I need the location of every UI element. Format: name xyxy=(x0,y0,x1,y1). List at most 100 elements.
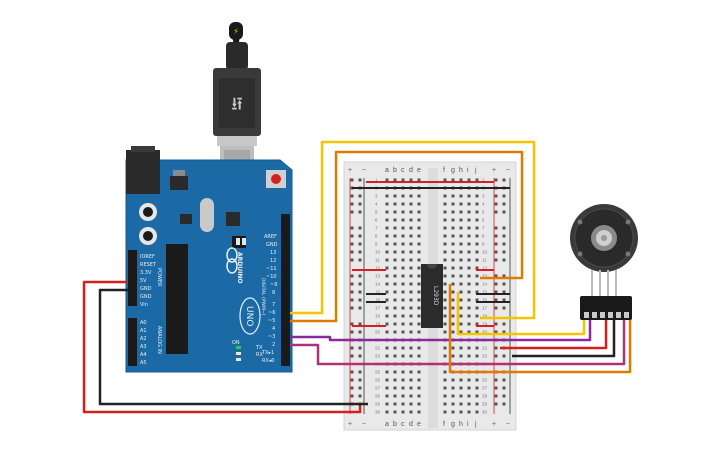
rail-hole[interactable] xyxy=(358,394,362,398)
breadboard-hole[interactable] xyxy=(467,330,471,334)
breadboard-hole[interactable] xyxy=(467,274,471,278)
rail-hole[interactable] xyxy=(502,322,506,326)
rail-hole[interactable] xyxy=(502,194,506,198)
rail-hole[interactable] xyxy=(350,178,354,182)
breadboard-hole[interactable] xyxy=(393,346,397,350)
breadboard-hole[interactable] xyxy=(475,226,479,230)
breadboard-hole[interactable] xyxy=(459,178,463,182)
breadboard-hole[interactable] xyxy=(417,250,421,254)
breadboard-hole[interactable] xyxy=(451,234,455,238)
breadboard-hole[interactable] xyxy=(385,394,389,398)
breadboard-hole[interactable] xyxy=(401,274,405,278)
breadboard-hole[interactable] xyxy=(467,346,471,350)
rail-hole[interactable] xyxy=(494,346,498,350)
breadboard-hole[interactable] xyxy=(475,194,479,198)
rail-hole[interactable] xyxy=(350,346,354,350)
rail-hole[interactable] xyxy=(502,402,506,406)
rail-hole[interactable] xyxy=(494,258,498,262)
breadboard-hole[interactable] xyxy=(467,298,471,302)
breadboard-hole[interactable] xyxy=(475,386,479,390)
rail-hole[interactable] xyxy=(494,394,498,398)
breadboard-hole[interactable] xyxy=(385,274,389,278)
breadboard-hole[interactable] xyxy=(467,226,471,230)
breadboard-hole[interactable] xyxy=(443,378,447,382)
breadboard-hole[interactable] xyxy=(393,298,397,302)
rail-hole[interactable] xyxy=(358,354,362,358)
breadboard-hole[interactable] xyxy=(401,258,405,262)
breadboard-hole[interactable] xyxy=(451,394,455,398)
breadboard-hole[interactable] xyxy=(393,378,397,382)
breadboard-hole[interactable] xyxy=(401,394,405,398)
breadboard-hole[interactable] xyxy=(443,306,447,310)
rail-hole[interactable] xyxy=(350,394,354,398)
breadboard-hole[interactable] xyxy=(401,282,405,286)
breadboard-hole[interactable] xyxy=(443,346,447,350)
breadboard-hole[interactable] xyxy=(443,402,447,406)
breadboard-hole[interactable] xyxy=(417,226,421,230)
breadboard-hole[interactable] xyxy=(393,410,397,414)
rail-hole[interactable] xyxy=(494,298,498,302)
rail-hole[interactable] xyxy=(502,394,506,398)
breadboard-hole[interactable] xyxy=(409,322,413,326)
rail-hole[interactable] xyxy=(350,242,354,246)
rail-hole[interactable] xyxy=(502,234,506,238)
breadboard-hole[interactable] xyxy=(417,354,421,358)
breadboard-hole[interactable] xyxy=(451,194,455,198)
breadboard-hole[interactable] xyxy=(467,378,471,382)
breadboard-hole[interactable] xyxy=(417,202,421,206)
rail-hole[interactable] xyxy=(350,370,354,374)
breadboard-hole[interactable] xyxy=(451,250,455,254)
breadboard-hole[interactable] xyxy=(451,290,455,294)
breadboard-hole[interactable] xyxy=(393,266,397,270)
breadboard-hole[interactable] xyxy=(475,258,479,262)
breadboard-hole[interactable] xyxy=(417,306,421,310)
breadboard-hole[interactable] xyxy=(385,306,389,310)
breadboard-hole[interactable] xyxy=(443,354,447,358)
breadboard-hole[interactable] xyxy=(459,314,463,318)
breadboard-hole[interactable] xyxy=(459,306,463,310)
breadboard-hole[interactable] xyxy=(451,282,455,286)
breadboard-hole[interactable] xyxy=(443,250,447,254)
breadboard-hole[interactable] xyxy=(393,194,397,198)
breadboard-hole[interactable] xyxy=(443,234,447,238)
breadboard-hole[interactable] xyxy=(409,394,413,398)
breadboard-hole[interactable] xyxy=(393,258,397,262)
breadboard-hole[interactable] xyxy=(467,394,471,398)
breadboard-hole[interactable] xyxy=(385,298,389,302)
rail-hole[interactable] xyxy=(494,282,498,286)
breadboard-hole[interactable] xyxy=(459,210,463,214)
breadboard-hole[interactable] xyxy=(475,210,479,214)
breadboard-hole[interactable] xyxy=(467,282,471,286)
breadboard-hole[interactable] xyxy=(467,322,471,326)
breadboard-hole[interactable] xyxy=(409,402,413,406)
rail-hole[interactable] xyxy=(358,306,362,310)
rail-hole[interactable] xyxy=(358,282,362,286)
breadboard-hole[interactable] xyxy=(401,378,405,382)
breadboard-hole[interactable] xyxy=(451,202,455,206)
breadboard-hole[interactable] xyxy=(443,322,447,326)
breadboard-hole[interactable] xyxy=(417,370,421,374)
breadboard-hole[interactable] xyxy=(385,242,389,246)
breadboard-hole[interactable] xyxy=(459,346,463,350)
breadboard-hole[interactable] xyxy=(417,402,421,406)
rail-hole[interactable] xyxy=(350,322,354,326)
breadboard-hole[interactable] xyxy=(443,226,447,230)
breadboard-hole[interactable] xyxy=(443,290,447,294)
rail-hole[interactable] xyxy=(350,306,354,310)
breadboard-hole[interactable] xyxy=(459,258,463,262)
breadboard-hole[interactable] xyxy=(393,402,397,406)
rail-hole[interactable] xyxy=(358,178,362,182)
breadboard-hole[interactable] xyxy=(401,314,405,318)
breadboard-hole[interactable] xyxy=(443,386,447,390)
breadboard-hole[interactable] xyxy=(401,290,405,294)
rail-hole[interactable] xyxy=(350,282,354,286)
breadboard-hole[interactable] xyxy=(467,258,471,262)
breadboard-hole[interactable] xyxy=(393,234,397,238)
breadboard-hole[interactable] xyxy=(385,258,389,262)
breadboard-hole[interactable] xyxy=(417,178,421,182)
breadboard-hole[interactable] xyxy=(467,386,471,390)
breadboard-hole[interactable] xyxy=(417,394,421,398)
breadboard-hole[interactable] xyxy=(393,370,397,374)
breadboard-hole[interactable] xyxy=(451,410,455,414)
breadboard-hole[interactable] xyxy=(451,178,455,182)
